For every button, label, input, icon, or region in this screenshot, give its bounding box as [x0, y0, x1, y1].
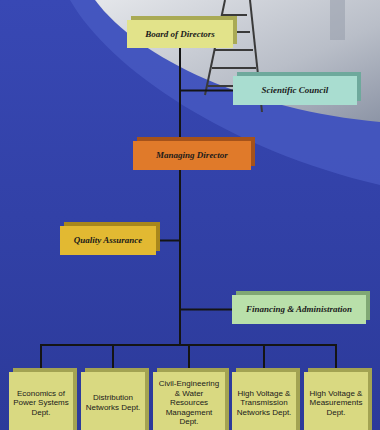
node-label: Quality Assurance — [74, 235, 142, 246]
department-box: Distribution Networks Dept. — [81, 372, 145, 430]
node-label: Managing Director — [156, 150, 228, 161]
org-connector — [180, 48, 233, 91]
org-connector — [180, 170, 232, 310]
node-label: Economics of Power Systems Dept. — [12, 389, 70, 418]
council-box: Scientific Council — [233, 76, 357, 105]
node-label: High Voltage & Measurements Dept. — [307, 389, 365, 418]
org-connector — [113, 170, 180, 372]
org-connector — [156, 170, 180, 241]
org-connector — [180, 170, 189, 372]
org-connector — [41, 170, 180, 372]
department-box: High Voltage & Measurements Dept. — [304, 372, 368, 430]
node-label: Scientific Council — [262, 85, 329, 96]
unit-box: Financing & Administration — [232, 295, 366, 324]
department-box: Economics of Power Systems Dept. — [9, 372, 73, 430]
node-label: Civil-Engineering & Water Resources Mana… — [156, 379, 222, 427]
node-label: High Voltage & Transmission Networks Dep… — [235, 389, 293, 418]
node-label: Distribution Networks Dept. — [84, 393, 142, 412]
unit-box: Quality Assurance — [60, 226, 156, 255]
director-box: Managing Director — [133, 141, 251, 170]
department-box: High Voltage & Transmission Networks Dep… — [232, 372, 296, 430]
department-box: Civil-Engineering & Water Resources Mana… — [153, 372, 225, 430]
node-label: Financing & Administration — [246, 304, 352, 315]
org-connector — [180, 170, 264, 372]
org-connector — [179, 48, 181, 141]
board-box: Board of Directors — [127, 20, 233, 48]
org-connector — [180, 170, 336, 372]
node-label: Board of Directors — [145, 29, 215, 40]
